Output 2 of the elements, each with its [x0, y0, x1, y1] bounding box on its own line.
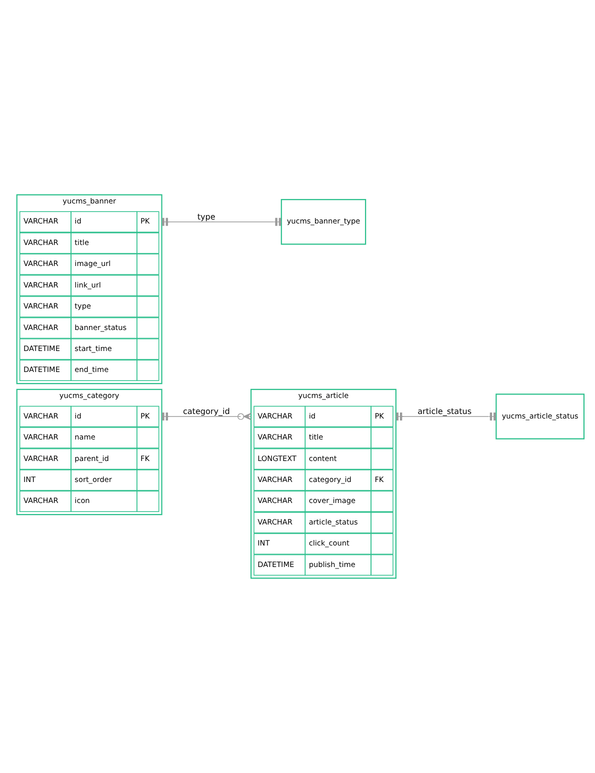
- node-box: yucms_banner_type: [280, 198, 366, 245]
- node-box: yucms_article_status: [496, 394, 585, 440]
